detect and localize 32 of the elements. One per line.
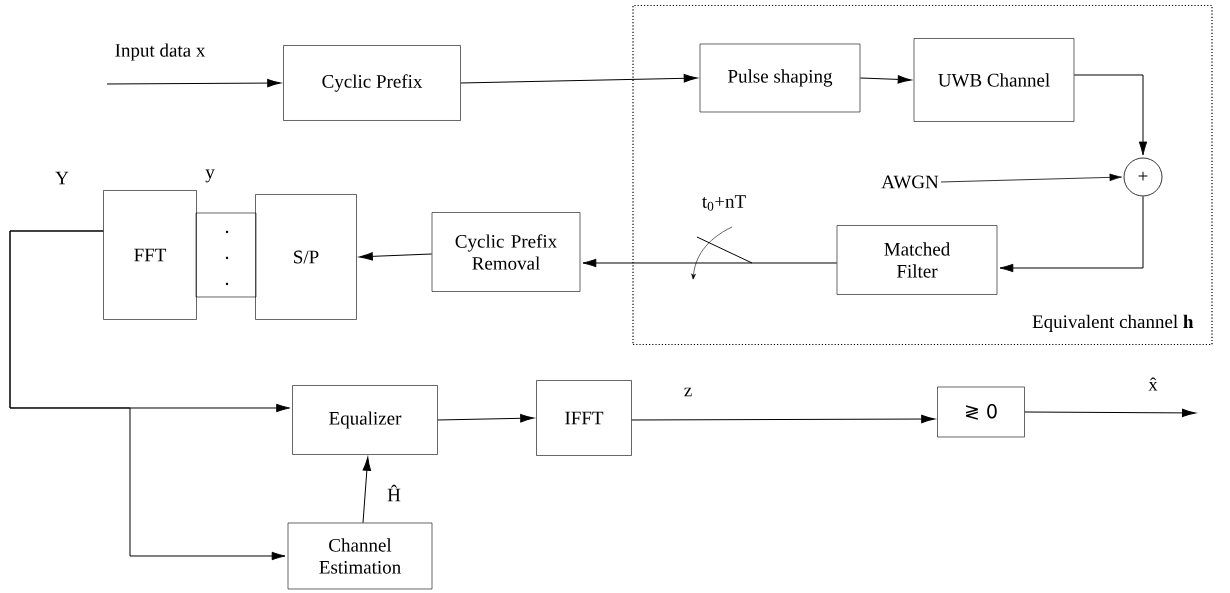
arrow — [940, 173, 1122, 183]
arrow — [460, 74, 698, 84]
process-box: Matched Filter — [836, 225, 998, 295]
process-box: UWB Channel — [913, 38, 1075, 122]
signal-label: y — [205, 169, 215, 183]
arrow — [437, 414, 534, 423]
edge-label: t$_{0}$+nT — [702, 195, 746, 211]
arrow — [859, 75, 912, 84]
process-box: IFFT — [536, 380, 632, 456]
decision-box: ≷ 0 — [937, 386, 1025, 438]
arrow — [362, 457, 372, 524]
process-box: Cyclic Prefix Removal — [431, 212, 581, 292]
arrow — [106, 78, 281, 88]
signal-label: AWGN — [881, 175, 939, 189]
arrow — [999, 195, 1144, 273]
arrow — [1073, 74, 1148, 156]
process-box: Pulse shaping — [699, 43, 861, 113]
edge-label: Input data x — [115, 43, 206, 61]
arrow — [1024, 408, 1196, 418]
edge-label: x̂ — [1148, 377, 1158, 391]
arrow — [582, 258, 838, 268]
process-box: FFT — [103, 190, 197, 320]
edge-label: Y — [55, 171, 69, 185]
process-box: S/P — [255, 194, 357, 320]
arrow — [359, 252, 433, 261]
arrow — [631, 414, 935, 424]
arrow — [9, 230, 286, 561]
process-box: Channel Estimation — [287, 522, 433, 590]
edge-label: z — [684, 387, 692, 397]
process-box: Equalizer — [292, 385, 438, 455]
edge-label: Ĥ — [387, 484, 401, 502]
process-box: Cyclic Prefix — [283, 45, 461, 121]
